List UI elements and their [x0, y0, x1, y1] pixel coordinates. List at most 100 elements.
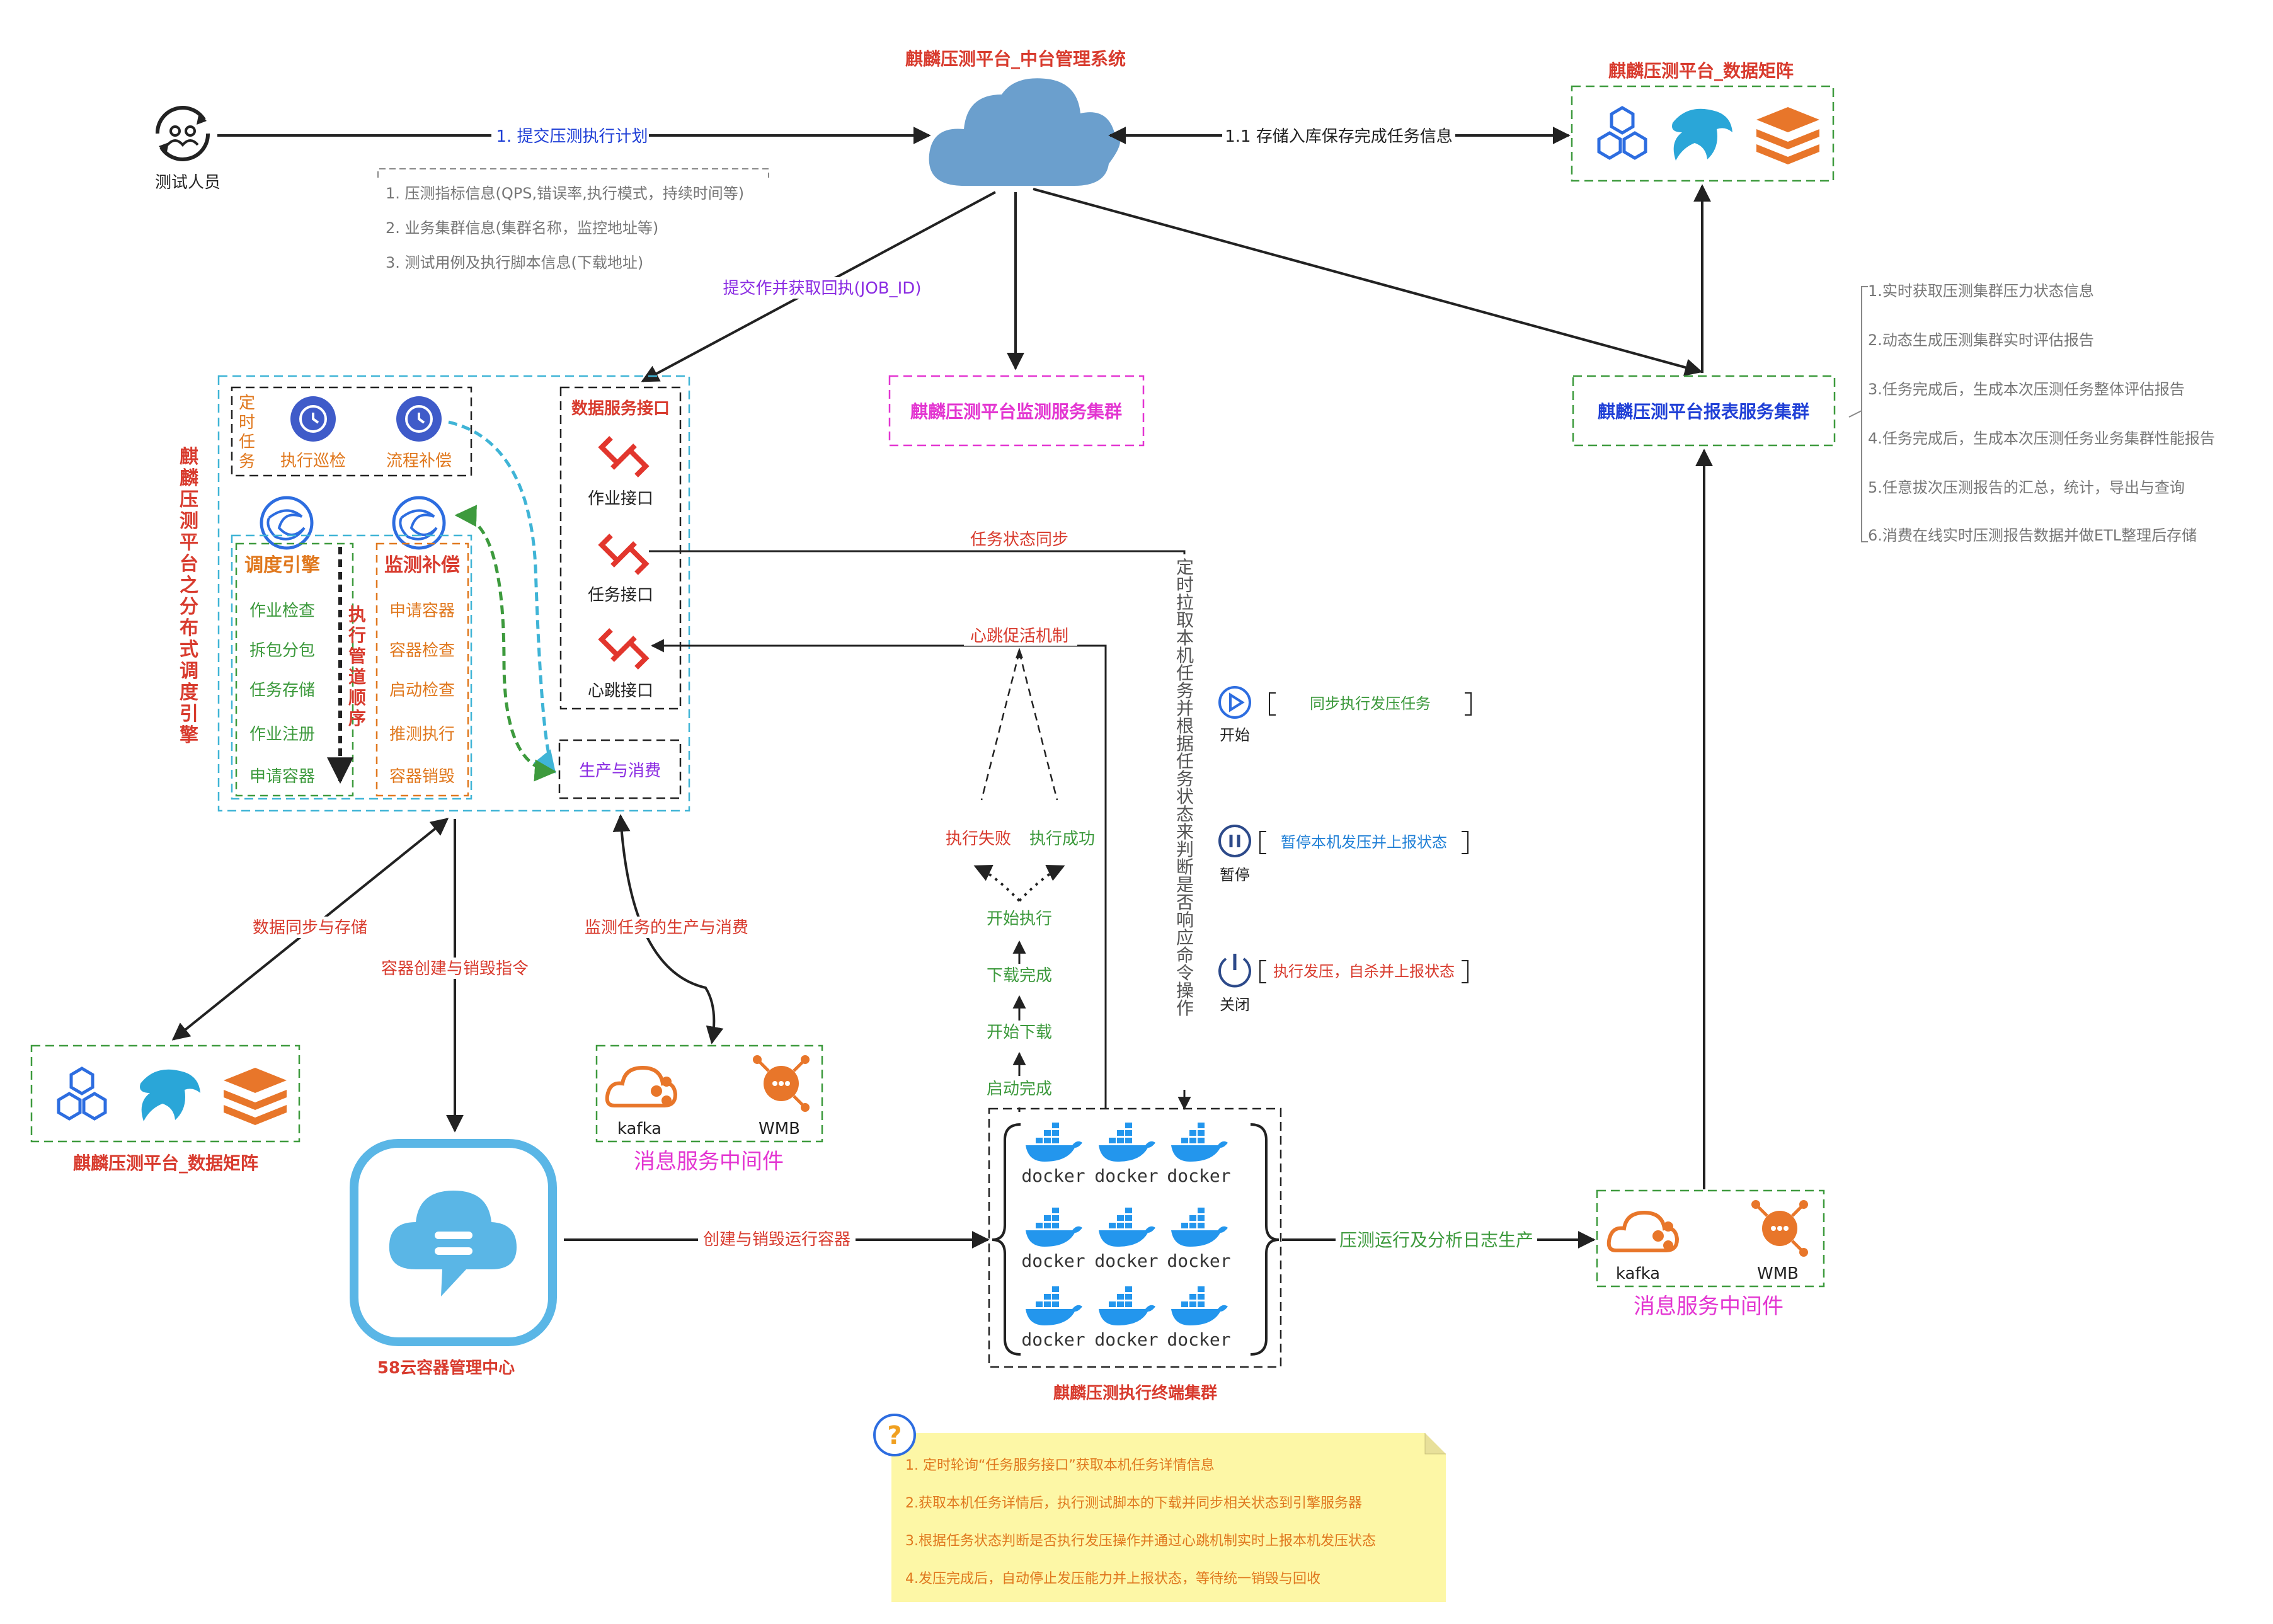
note-item-3: 3.根据任务状态判断是否执行发压操作并通过心跳机制实时上报本机发压状态 [905, 1533, 1376, 1549]
api-icon [598, 436, 650, 477]
data-matrix-top-title: 麒麟压测平台_数据矩阵 [1608, 60, 1794, 81]
report-item-4: 4.任务完成后，生成本次压测任务业务集群性能报告 [1868, 430, 2215, 447]
timer-label: 定时任务 [239, 394, 255, 471]
terminal-cluster-title: 麒麟压测执行终端集群 [1053, 1383, 1217, 1403]
dolphin-icon [1672, 108, 1732, 161]
data-sync-label: 数据同步与存储 [253, 918, 367, 937]
pull-tasks-label: 定时拉取本机任务并根据任务状态来判断是否响应命令操作 [1176, 557, 1194, 1019]
wmb-icon [1751, 1200, 1808, 1257]
flow-start-exec: 开始执行 [987, 910, 1052, 929]
note-item-2: 2.获取本机任务详情后，执行测试脚本的下载并同步相关状态到引擎服务器 [905, 1495, 1362, 1511]
note-item-1: 1. 定时轮询“任务服务接口”获取本机任务详情信息 [905, 1458, 1215, 1473]
mq-right-wmb: WMB [1757, 1264, 1799, 1283]
data-matrix-top-box [1571, 85, 1835, 182]
mq-left-wmb: WMB [759, 1119, 800, 1138]
scheduler-item: 作业注册 [249, 725, 315, 744]
swirl-icon [260, 496, 314, 550]
note-item-4: 4.发压完成后，自动停止发压能力并上报状态，等待统一销毁与回收 [905, 1571, 1320, 1587]
power-desc: 执行发压，自杀并上报状态 [1273, 963, 1455, 980]
report-item-5: 5.任意拔次压测报告的汇总，统计，导出与查询 [1868, 479, 2185, 496]
docker-label: docker [1094, 1250, 1158, 1271]
sticky-note: ? 1. 定时轮询“任务服务接口”获取本机任务详情信息 2.获取本机任务详情后，… [873, 1414, 1446, 1602]
docker-icon: docker [1021, 1208, 1085, 1271]
report-arrow [1033, 188, 1703, 376]
play-command: 开始 同步执行发压任务 [1218, 686, 1472, 744]
report-item-6: 6.消费在线实时压测报告数据并做ETL整理后存储 [1868, 527, 2197, 544]
docker-icon: docker [1167, 1286, 1231, 1350]
produce-consume-label: 生产与消费 [579, 762, 661, 781]
question-icon: ? [873, 1414, 916, 1456]
pipeline-label: 执行管道顺序 [348, 604, 366, 729]
clock-icon [290, 396, 336, 442]
tester-label: 测试人员 [155, 173, 220, 192]
report-cluster-label: 麒麟压测平台报表服务集群 [1598, 401, 1809, 422]
monitor-curve [454, 505, 557, 782]
docker-icon: docker [1094, 1208, 1159, 1271]
svg-text:?: ? [887, 1421, 902, 1450]
mq-left-box [595, 1044, 823, 1143]
monitor-task-arrow [612, 814, 724, 1044]
engine-outer-box [217, 375, 690, 812]
timer-patrol: 执行巡检 [280, 452, 346, 471]
wmb-icon [753, 1055, 810, 1112]
docker-label: docker [1167, 1329, 1230, 1350]
redis-icon [1756, 107, 1819, 164]
cloud-icon [929, 78, 1120, 186]
plan-item-2: 2. 业务集群信息(集群名称，监控地址等) [386, 219, 658, 237]
data-api-title: 数据服务接口 [571, 399, 670, 418]
scheduler-item: 拆包分包 [249, 641, 315, 660]
chat-cloud-icon [350, 1139, 557, 1346]
scheduler-item: 申请容器 [249, 767, 315, 786]
api-heartbeat: 心跳接口 [588, 682, 653, 700]
monitor-item: 容器销毁 [389, 767, 455, 786]
docker-icon: docker [1094, 1286, 1159, 1350]
task-sync-line [649, 550, 1191, 1111]
log-produce-label: 压测运行及分析日志生产 [1339, 1230, 1533, 1250]
hexagons-icon [1597, 106, 1647, 160]
create-destroy-label: 创建与销毁运行容器 [703, 1230, 850, 1249]
monitor-item: 启动检查 [389, 681, 455, 700]
monitor-title: 监测补偿 [384, 554, 460, 576]
clock-icon [396, 396, 442, 442]
flow-success: 执行成功 [1029, 830, 1095, 849]
api-icon [598, 534, 650, 575]
docker-label: docker [1021, 1250, 1085, 1271]
pause-name: 暂停 [1220, 866, 1250, 884]
kafka-icon [1606, 1210, 1680, 1252]
docker-icon: docker [1094, 1123, 1159, 1186]
monitor-item: 容器检查 [389, 641, 455, 660]
pause-desc: 暂停本机发压并上报状态 [1281, 833, 1447, 851]
power-icon [1218, 954, 1251, 988]
docker-icon: docker [1167, 1123, 1231, 1186]
timer-compensate: 流程补偿 [386, 452, 452, 471]
power-name: 关闭 [1220, 996, 1250, 1014]
report-item-3: 3.任务完成后，生成本次压测任务整体评估报告 [1868, 380, 2185, 398]
heartbeat-label: 心跳促活机制 [970, 627, 1068, 646]
docker-label: docker [1167, 1250, 1230, 1271]
data-api-box [559, 386, 682, 710]
container-cmd-label: 容器创建与销毁指令 [381, 959, 529, 978]
api-job: 作业接口 [588, 489, 653, 508]
play-icon [1218, 686, 1251, 719]
mq-right-box [1596, 1189, 1825, 1288]
report-item-1: 1.实时获取压测集群压力状态信息 [1868, 282, 2094, 300]
kafka-icon [605, 1065, 678, 1107]
engine-vertical-title: 麒麟压测平台之分布式调度引擎 [180, 446, 198, 746]
mq-right-kafka: kafka [1616, 1264, 1660, 1283]
docker-icon: docker [1021, 1123, 1085, 1186]
report-cluster-box [1572, 375, 1836, 447]
dolphin-icon [140, 1069, 200, 1121]
monitor-cluster-label: 麒麟压测平台监测服务集群 [910, 401, 1122, 422]
cloud-center-title: 麒麟压测平台_中台管理系统 [905, 49, 1126, 69]
hexagons-icon [57, 1066, 107, 1121]
flow-fail: 执行失败 [946, 830, 1011, 849]
monitor-item: 申请容器 [389, 602, 455, 620]
api-icon [598, 628, 650, 670]
scheduler-box [235, 542, 354, 797]
heartbeat-line [650, 639, 1107, 1109]
scheduler-title: 调度引擎 [244, 554, 320, 576]
scheduler-item: 任务存储 [249, 681, 315, 700]
submit-plan-label: 1. 提交压测执行计划 [496, 127, 648, 146]
flow-boot-done: 启动完成 [987, 1080, 1052, 1099]
